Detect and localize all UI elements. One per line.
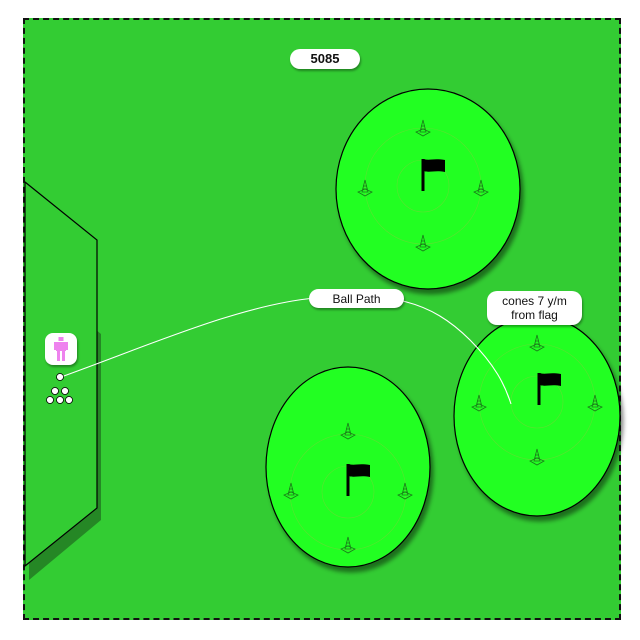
cones-label-line2: from flag <box>511 308 558 322</box>
ball-icon <box>56 396 64 404</box>
drill-number-label: 5085 <box>290 49 360 69</box>
player-marker[interactable] <box>45 333 77 365</box>
person-icon <box>54 337 68 361</box>
ball-icon <box>51 387 59 395</box>
balls-group <box>46 373 73 404</box>
cones-distance-label: cones 7 y/m from flag <box>487 291 582 325</box>
ball-icon <box>65 396 73 404</box>
zone-bottom-right <box>453 315 621 517</box>
goal-area <box>24 180 101 580</box>
ball-icon <box>56 373 64 381</box>
zone-top <box>335 88 521 290</box>
ball-icon <box>61 387 69 395</box>
zone-bottom-left <box>265 366 431 568</box>
ball-path-line <box>60 295 512 405</box>
ball-icon <box>46 396 54 404</box>
cones-label-line1: cones 7 y/m <box>502 294 567 308</box>
ball-path-label: Ball Path <box>309 289 404 308</box>
